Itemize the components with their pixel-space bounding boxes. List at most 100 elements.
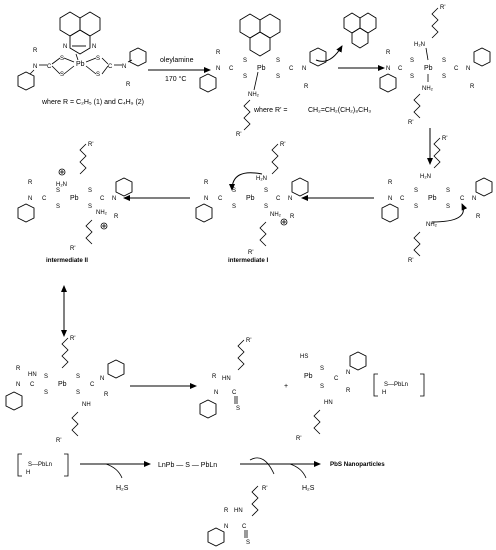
- h2s-label-1: H₂S: [116, 485, 129, 492]
- atom-s: S: [276, 58, 280, 64]
- atom-n: N: [388, 196, 392, 202]
- atom-n: N: [386, 66, 390, 72]
- atom-pb: Pb: [304, 373, 313, 380]
- atom-c: C: [90, 382, 95, 388]
- hs-lead-complex: HS Pb S S C N R HN R': [296, 351, 367, 442]
- atom-r: R: [28, 180, 33, 186]
- atom-r: R: [386, 50, 391, 56]
- atom-s: S: [60, 72, 64, 78]
- where-r-label: where R = C₂H₅ (1) and C₄H₉ (2): [41, 99, 144, 106]
- atom-n: N: [346, 370, 350, 376]
- atom-h2n: H₂N: [256, 176, 267, 182]
- intermediate-1-label: intermediate I: [228, 257, 269, 264]
- atom-nh2: NH₂: [426, 222, 438, 228]
- atom-n: N: [302, 66, 306, 72]
- atom-c: C: [47, 64, 52, 70]
- atom-s: S: [410, 74, 414, 80]
- atom-pb: Pb: [257, 65, 266, 72]
- intermediate-2-structure: R' H₂N Pb S S S S C C N N R R NH₂ R' int…: [17, 142, 133, 264]
- h2s-label-2: H₂S: [302, 485, 315, 492]
- atom-r: R: [16, 366, 21, 372]
- atom-rp: R': [408, 120, 413, 126]
- atom-rp: R': [246, 338, 251, 344]
- atom-s: S: [276, 74, 280, 80]
- atom-n: N: [122, 64, 126, 70]
- atom-s: S: [243, 58, 247, 64]
- atom-r: R: [388, 180, 393, 186]
- atom-c: C: [30, 382, 35, 388]
- atom-pb: Pb: [58, 381, 67, 388]
- atom-r: R: [114, 214, 119, 220]
- atom-s: S: [56, 204, 60, 210]
- atom-c: C: [334, 376, 339, 382]
- atom-c: C: [454, 66, 459, 72]
- atom-s: S: [76, 390, 80, 396]
- temperature-label: 170 °C: [165, 75, 186, 83]
- nucleophilic-attack-complex: R' H₂N Pb S S S S C C N N R R NH₂ R': [381, 136, 493, 264]
- atom-r: R: [470, 84, 475, 90]
- intermediate-2-label: intermediate II: [46, 257, 88, 264]
- atom-n: N: [472, 196, 476, 202]
- atom-n: N: [466, 66, 470, 72]
- atom-c: C: [232, 390, 237, 396]
- atom-rp: R': [280, 142, 285, 148]
- atom-hn: HN: [222, 376, 231, 382]
- atom-s: S: [44, 390, 48, 396]
- where-rprime-label: where R' =: [253, 107, 287, 114]
- atom-c: C: [276, 196, 281, 202]
- atom-pb: Pb: [428, 195, 437, 202]
- atom-rp: R': [440, 5, 445, 11]
- bis-amine-complex: R' H₂N Pb S S S S C C N N R R NH₂ R': [379, 5, 491, 126]
- amine-coordinated-complex: Pb S S S S C C N N R R NH₂ R' where R' =…: [199, 13, 371, 138]
- atom-r: R: [304, 84, 309, 90]
- atom-r: R: [216, 50, 221, 56]
- atom-n: N: [216, 66, 220, 72]
- plus-sign: +: [284, 383, 288, 390]
- atom-n: N: [288, 196, 292, 202]
- atom-s: S: [246, 540, 250, 546]
- atom-hn: HN: [324, 400, 333, 406]
- atom-s: S: [446, 204, 450, 210]
- atom-r: R: [290, 214, 295, 220]
- atom-nh2: NH₂: [422, 86, 434, 92]
- atom-rp: R': [408, 258, 413, 264]
- atom-s: S: [442, 58, 446, 64]
- pbs-nanoparticles-label: PbS Nanoparticles: [330, 461, 385, 468]
- atom-r: R: [204, 180, 209, 186]
- atom-r: R: [212, 374, 217, 380]
- atom-nh: NH: [82, 402, 91, 408]
- hs-pbln-bracket-bottom: S—PbLn H: [17, 453, 69, 477]
- atom-r: R: [224, 508, 229, 514]
- atom-s: S: [264, 204, 268, 210]
- atom-n: N: [16, 382, 20, 388]
- atom-s: S: [232, 188, 236, 194]
- atom-r: R: [476, 214, 481, 220]
- atom-n: N: [63, 44, 67, 50]
- lnpb-s-pbln: LnPb — S — PbLn: [158, 462, 217, 469]
- atom-s: S: [320, 366, 324, 372]
- atom-n: N: [214, 390, 218, 396]
- free-phenanthroline: [315, 12, 377, 62]
- hs-pbln-bracket-top: S—PbLn H: [373, 373, 425, 397]
- atom-nh2: NH₂: [96, 210, 108, 216]
- atom-n: N: [92, 44, 96, 50]
- atom-h2n: H₂N: [414, 42, 425, 48]
- atom-s: S: [56, 188, 60, 194]
- atom-n: N: [33, 64, 37, 70]
- atom-hn: HN: [234, 508, 243, 514]
- atom-r: R: [346, 388, 351, 394]
- atom-rp: R': [248, 250, 253, 256]
- atom-h2n: H₂N: [420, 174, 431, 180]
- thiourea-product: R' HN C N R S: [199, 338, 251, 419]
- hs-pbln-text: S—PbLn: [28, 462, 52, 468]
- atom-n: N: [100, 376, 104, 382]
- atom-s: S: [243, 74, 247, 80]
- atom-pb: Pb: [70, 195, 79, 202]
- atom-c: C: [218, 196, 223, 202]
- atom-n: N: [224, 524, 228, 530]
- atom-s: S: [96, 56, 100, 62]
- atom-h2n: H₂N: [56, 182, 67, 188]
- atom-nh2: NH₂: [248, 92, 260, 98]
- atom-hs: HS: [300, 354, 308, 360]
